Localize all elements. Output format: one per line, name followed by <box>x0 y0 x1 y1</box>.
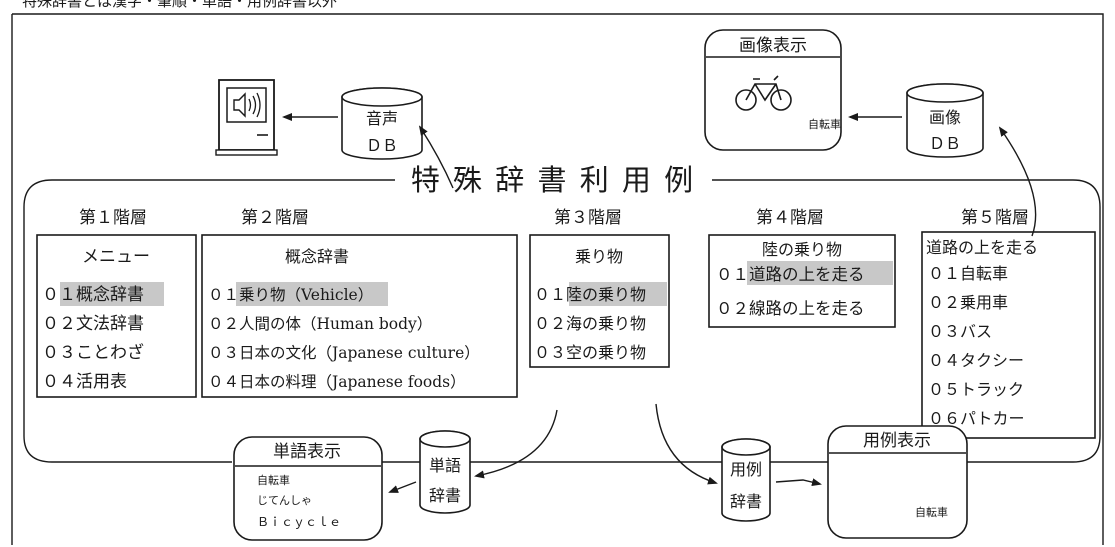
word-dict-label-2: 辞書 <box>429 486 461 505</box>
image-display-title: 画像表示 <box>739 36 807 56</box>
word-dict-label-1: 単語 <box>429 456 461 475</box>
example-dict-cylinder <box>721 438 771 522</box>
computer-speaker-icon <box>215 79 278 156</box>
main-title: 特 殊 辞 書 利 用 例 <box>411 163 695 197</box>
image-display-caption: 自転車 <box>808 117 841 131</box>
layer-4-item: ０１道路の上を走る <box>716 265 865 284</box>
bicycle-icon <box>735 75 792 111</box>
arrow-layer5-to-image-db <box>998 126 1037 237</box>
layer-label-4: 第４階層 <box>756 208 824 228</box>
arrow-layer3-to-word-dict <box>474 409 558 479</box>
layer-5-item: ０２乗用車 <box>928 293 1008 312</box>
arrow-word-dict-to-display <box>388 481 417 493</box>
arrow-layer3-to-example-dict <box>655 403 718 485</box>
layer-5-item: ０５トラック <box>928 380 1024 399</box>
highlight-layer-3 <box>569 282 667 306</box>
highlight-layer-2 <box>236 282 388 306</box>
layer-box-2 <box>201 234 518 398</box>
word-display-line: じてんしゃ <box>257 494 312 507</box>
layer-2-item: ０４日本の料理（Japanese foods） <box>208 373 466 391</box>
layer-label-5: 第５階層 <box>961 208 1029 228</box>
image-db-label-1: 画像 <box>929 108 961 127</box>
example-display-caption: 自転車 <box>915 505 948 519</box>
layer-5-item: ０４タクシー <box>928 351 1024 370</box>
layer-label-2: 第２階層 <box>241 208 309 228</box>
arrow-example-dict-to-display <box>775 478 822 487</box>
example-display-title: 用例表示 <box>863 431 931 451</box>
layer-2-item: ０２人間の体（Human body） <box>208 315 432 333</box>
layer-labels: 第１階層 第２階層 第３階層 第４階層 第５階層 <box>79 208 1029 228</box>
arrow-title-to-sound-db <box>418 125 454 189</box>
layer-4-item: ０２線路の上を走る <box>716 299 865 318</box>
layer-3-item: ０３空の乗り物 <box>534 343 646 362</box>
layer-1-item: ０２文法辞書 <box>42 314 144 334</box>
highlight-layer-4 <box>747 261 893 285</box>
main-frame <box>23 179 1101 463</box>
layer-2-item: ０１乗り物（Vehicle） <box>208 286 373 304</box>
example-dict-label-1: 用例 <box>730 460 762 479</box>
layer-3-item: ０１陸の乗り物 <box>534 285 646 304</box>
layer-label-1: 第１階層 <box>79 208 147 228</box>
layer-5-header: 道路の上を走る <box>926 238 1038 257</box>
highlight-layer-1 <box>60 282 164 306</box>
image-db-cylinder <box>906 83 984 158</box>
outer-frame <box>11 13 1104 545</box>
word-display-line: Ｂｉｃｙｃｌｅ <box>257 515 341 529</box>
layer-3-header: 乗り物 <box>575 247 623 266</box>
word-display-line: 自転車 <box>257 473 290 487</box>
image-display-box <box>704 29 842 151</box>
layer-1-header: メニュー <box>82 247 150 267</box>
layer-box-1 <box>36 234 197 398</box>
word-display-title: 単語表示 <box>273 442 341 462</box>
layer-3-item: ０２海の乗り物 <box>534 314 646 333</box>
example-dict-label-2: 辞書 <box>730 492 762 511</box>
layer-2-item: ０３日本の文化（Japanese culture） <box>208 344 480 362</box>
top-caption: 特殊辞書とは漢字・筆順・単語・用例辞書以外 <box>22 0 337 10</box>
connector-arrows <box>282 113 1037 493</box>
sound-db-label-2: ＤＢ <box>366 136 398 155</box>
word-display-box <box>233 436 383 541</box>
layer-1-item: ０３ことわざ <box>42 342 144 363</box>
example-display-box <box>827 425 968 539</box>
layer-1-item: ０１概念辞書 <box>42 284 144 305</box>
layer-4-header: 陸の乗り物 <box>762 240 842 259</box>
layer-label-3: 第３階層 <box>554 208 622 228</box>
layer-5-item: ０６パトカー <box>928 409 1024 428</box>
layer-1-item: ０４活用表 <box>42 372 127 392</box>
layer-5-item: ０３バス <box>928 322 992 341</box>
layer-2-header: 概念辞書 <box>285 247 349 266</box>
sound-db-label-1: 音声 <box>366 109 398 128</box>
layer-5-item: ０１自転車 <box>928 264 1008 283</box>
image-db-label-2: ＤＢ <box>929 134 961 153</box>
word-dict-cylinder <box>419 430 471 514</box>
layer-box-5 <box>921 231 1096 439</box>
sound-db-cylinder <box>341 87 423 160</box>
